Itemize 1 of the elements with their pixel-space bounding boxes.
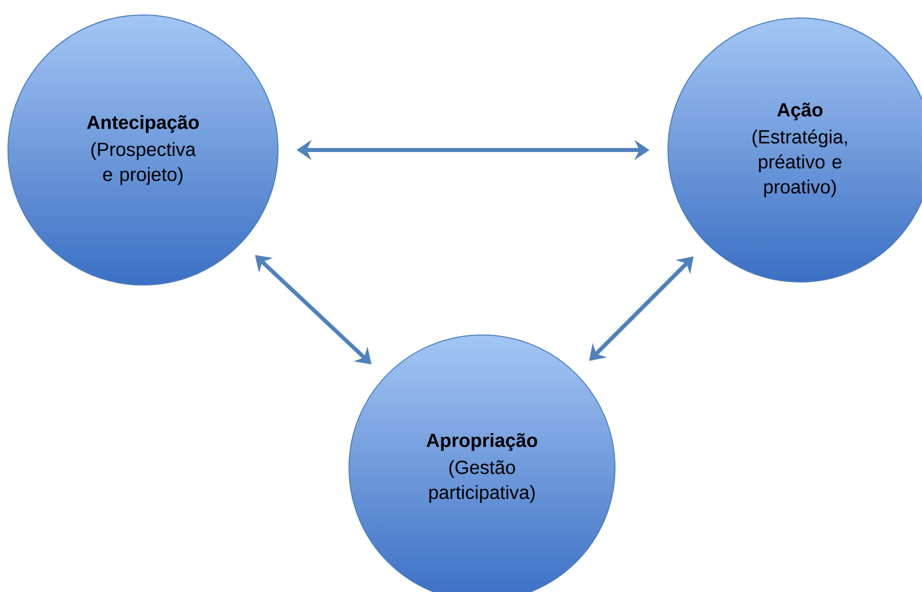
circle-node: Antecipação (Prospectiva e projeto) xyxy=(8,14,278,286)
